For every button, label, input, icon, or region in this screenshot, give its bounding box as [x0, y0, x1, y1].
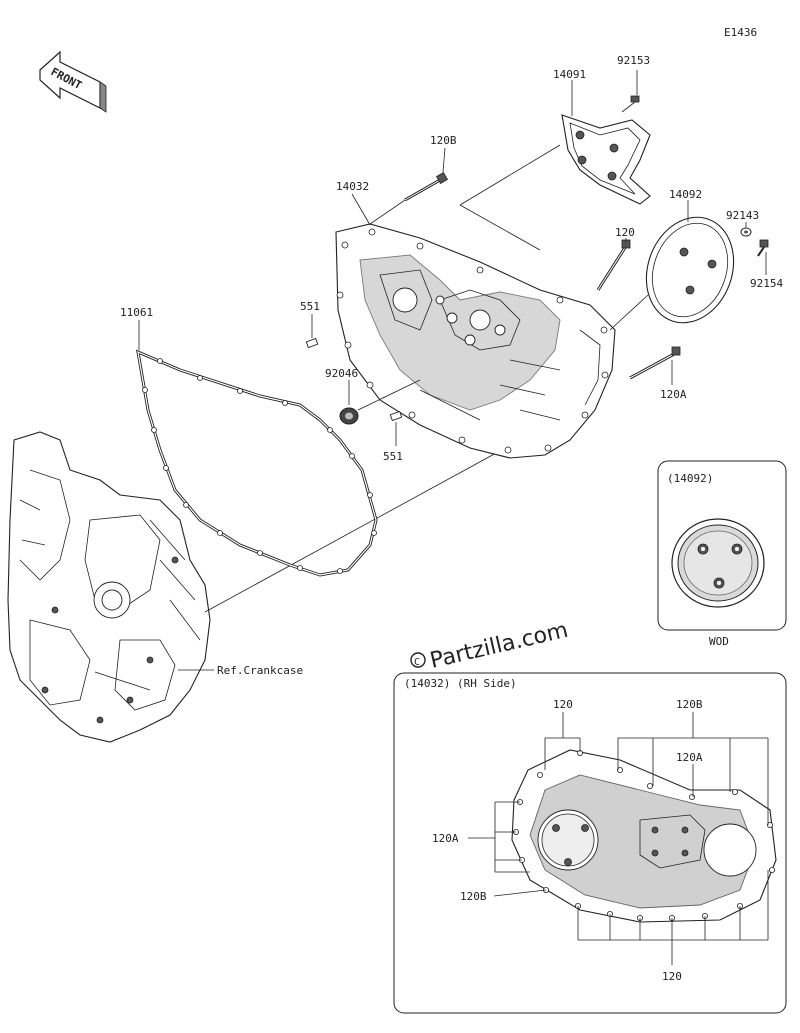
label-551-bottom: 551 [383, 450, 403, 463]
dowel-551-bottom-icon [389, 410, 403, 422]
bolt-92154-icon [757, 239, 769, 257]
inset-rh-title: (14032) (RH Side) [404, 677, 517, 690]
label-120-top: 120 [615, 226, 635, 239]
label-14032: 14032 [336, 180, 369, 193]
crankcase-icon [7, 431, 211, 743]
diagram-code: E1436 [724, 26, 757, 39]
label-92046: 92046 [325, 367, 358, 380]
inset-rh-side: (14032) (RH Side) 120 120B [393, 672, 787, 1014]
label-120a: 120A [660, 388, 687, 401]
label-14091: 14091 [553, 68, 586, 81]
label-92154: 92154 [750, 277, 783, 290]
label-120b-top: 120B [430, 134, 457, 147]
label-92143: 92143 [726, 209, 759, 222]
clutch-cover-icon [335, 223, 616, 459]
inset-wod-caption: WOD [709, 635, 729, 648]
watermark-text: Partzilla.com [428, 618, 571, 674]
derby-cover-icon [645, 216, 735, 324]
rh-label-120b-left: 120B [460, 890, 487, 903]
front-arrow-icon: FRONT [39, 50, 107, 113]
oil-seal-icon [339, 407, 359, 425]
inset-wod: (14092) WOD [657, 460, 787, 648]
dowel-551-top-icon [305, 337, 319, 349]
svg-text:C: C [414, 657, 420, 668]
label-ref-crankcase: Ref.Crankcase [217, 664, 303, 677]
bolt-120-icon [596, 239, 631, 291]
rh-label-120a-left: 120A [432, 832, 459, 845]
watermark: C Partzilla.com [410, 618, 571, 674]
bolt-92153-icon [621, 95, 640, 113]
label-551-top: 551 [300, 300, 320, 313]
rh-label-120-bottom: 120 [662, 970, 682, 983]
label-92153: 92153 [617, 54, 650, 67]
rh-label-120-top: 120 [553, 698, 573, 711]
bolt-120b-icon [404, 171, 449, 202]
bolt-120a-icon [629, 346, 681, 380]
label-11061: 11061 [120, 306, 153, 319]
label-14092: 14092 [669, 188, 702, 201]
rh-label-120a-top: 120A [676, 751, 703, 764]
gasket-icon [136, 349, 378, 577]
rh-label-120b-top: 120B [676, 698, 703, 711]
inspection-cover-icon [561, 114, 651, 205]
inset-wod-title: (14092) [667, 472, 713, 485]
washer-92143-icon [740, 227, 752, 237]
